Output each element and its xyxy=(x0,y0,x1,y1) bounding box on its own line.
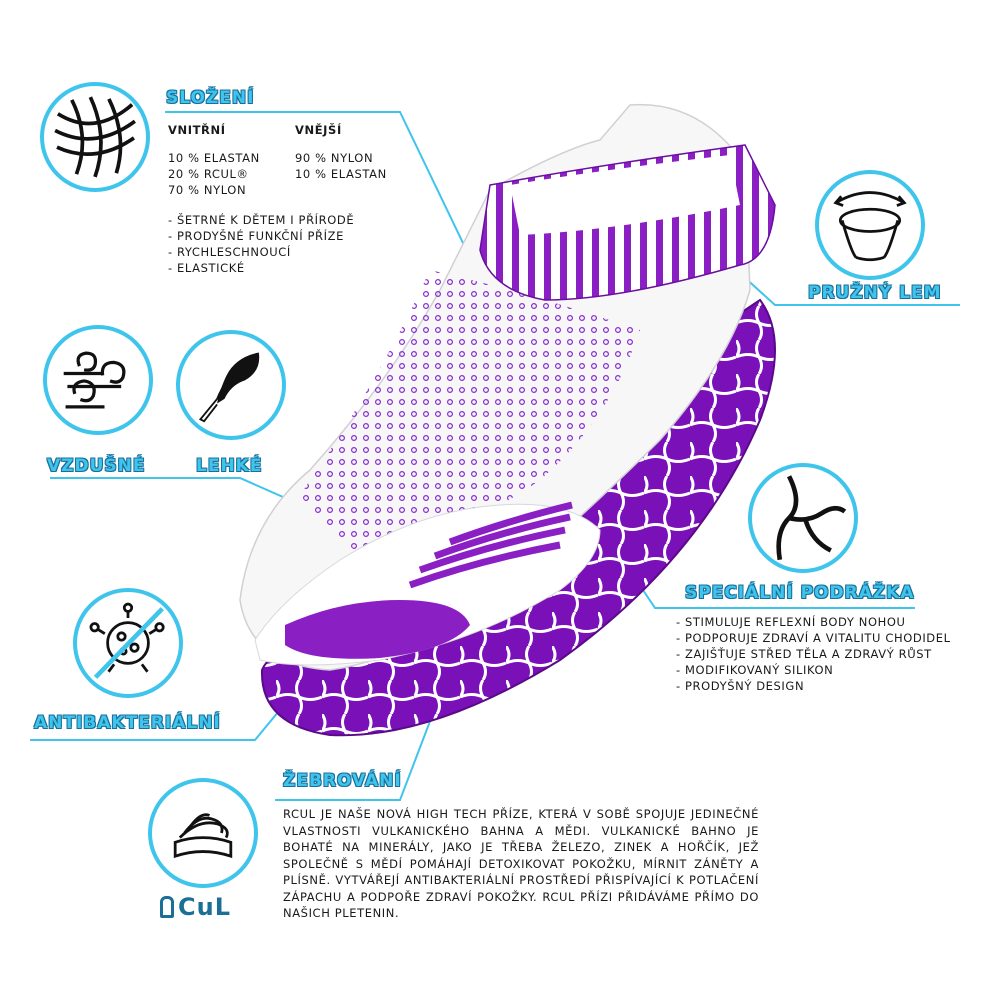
sole-feature: - STIMULUJE REFLEXNÍ BODY NOHOU xyxy=(676,615,906,629)
ribbing-label: ŽEBROVÁNÍ xyxy=(283,771,402,791)
special-sole-label: SPECIÁLNÍ PODRÁŽKA xyxy=(685,583,915,603)
rcul-logo-mark xyxy=(160,896,174,918)
mesh-icon xyxy=(40,82,150,192)
antibacterial-label: ANTIBAKTERIÁLNÍ xyxy=(34,713,221,733)
composition-features: - ŠETRNÉ K DĚTEM I PŘÍRODĚ - PRODYŠNÉ FU… xyxy=(168,212,354,276)
outer-title: VNĚJŠÍ xyxy=(295,123,342,137)
feature-item: - ELASTICKÉ xyxy=(168,261,245,275)
airy-label: VZDUŠNÉ xyxy=(47,456,146,476)
feature-item: - RYCHLESCHNOUCÍ xyxy=(168,245,291,259)
yarn-icon xyxy=(148,778,258,888)
sole-feature: - ZAJIŠŤUJE STŘED TĚLA A ZDRAVÝ RŮST xyxy=(676,647,932,661)
light-label: LEHKÉ xyxy=(196,456,263,476)
rcul-description: RCUL JE NAŠE NOVÁ HIGH TECH PŘÍZE, KTERÁ… xyxy=(283,807,759,920)
rcul-logo: CuL xyxy=(160,893,231,921)
elastic-hem-icon xyxy=(815,170,925,280)
feather-icon xyxy=(176,330,286,440)
sole-feature: - PRODYŠNÝ DESIGN xyxy=(676,679,805,693)
elastic-hem-label: PRUŽNÝ LEM xyxy=(808,283,942,303)
airy-icon xyxy=(43,325,153,435)
inner-item: 20 % RCUL® xyxy=(168,167,249,181)
antibacterial-icon xyxy=(73,588,183,698)
rcul-logo-text: CuL xyxy=(178,893,231,921)
feature-item: - ŠETRNÉ K DĚTEM I PŘÍRODĚ xyxy=(168,213,355,227)
composition-heading: SLOŽENÍ xyxy=(166,88,255,108)
sole-pattern-icon xyxy=(748,463,858,573)
inner-item: 10 % ELASTAN xyxy=(168,151,260,165)
outer-list: 90 % NYLON 10 % ELASTAN xyxy=(295,150,387,182)
sock-illustration xyxy=(239,103,776,737)
sole-feature: - PODPORUJE ZDRAVÍ A VITALITU CHODIDEL xyxy=(676,631,951,645)
outer-item: 90 % NYLON xyxy=(295,151,374,165)
inner-title: VNITŘNÍ xyxy=(168,123,226,137)
inner-item: 70 % NYLON xyxy=(168,183,247,197)
outer-item: 10 % ELASTAN xyxy=(295,167,387,181)
inner-list: 10 % ELASTAN 20 % RCUL® 70 % NYLON xyxy=(168,150,260,198)
sole-features: - STIMULUJE REFLEXNÍ BODY NOHOU - PODPOR… xyxy=(676,614,951,694)
feature-item: - PRODYŠNÉ FUNKČNÍ PŘÍZE xyxy=(168,229,344,243)
sole-feature: - MODIFIKOVANÝ SILIKON xyxy=(676,663,834,677)
